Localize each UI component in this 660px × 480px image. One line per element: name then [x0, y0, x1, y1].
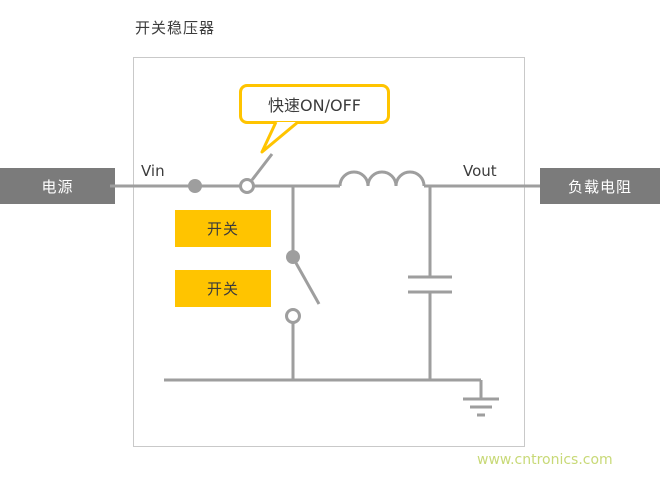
power-source-block: 电源: [0, 168, 115, 204]
callout-bubble: 快速ON/OFF: [239, 84, 390, 124]
low-side-switch-block: 开关: [175, 270, 271, 307]
diagram-title: 开关稳压器: [135, 19, 216, 37]
watermark: www.cntronics.com: [477, 452, 613, 468]
vout-label: Vout: [463, 162, 497, 180]
power-source-label: 电源: [41, 177, 74, 196]
load-resistor-label: 负载电阻: [567, 177, 632, 196]
load-resistor-block: 负载电阻: [540, 168, 660, 204]
high-side-switch-label: 开关: [206, 220, 239, 238]
low-side-switch-label: 开关: [206, 280, 239, 298]
high-side-switch-block: 开关: [175, 210, 271, 247]
vin-label: Vin: [141, 162, 165, 180]
callout-label: 快速ON/OFF: [268, 96, 361, 115]
